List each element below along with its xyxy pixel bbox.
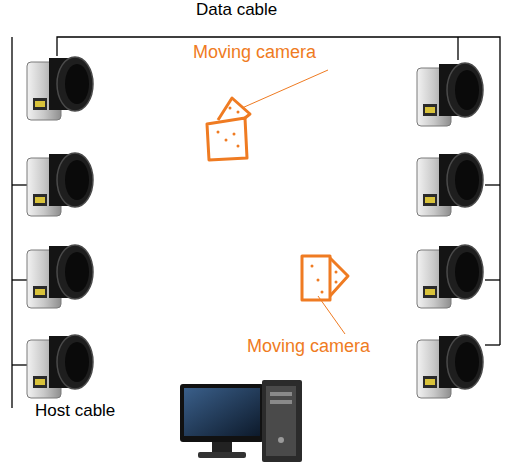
camera-lens bbox=[330, 258, 348, 296]
camera-dots bbox=[311, 265, 338, 294]
fixed-camera bbox=[27, 153, 93, 216]
data-cable bbox=[12, 37, 500, 408]
fixed-camera bbox=[417, 153, 483, 216]
monitor-screen bbox=[184, 388, 260, 436]
cable-label: Data cable bbox=[196, 0, 396, 20]
host-computer bbox=[180, 380, 302, 462]
cable-stub bbox=[457, 37, 458, 60]
camera-dots bbox=[217, 107, 240, 148]
pc-drive bbox=[270, 400, 292, 404]
pc-drive bbox=[270, 392, 292, 396]
fixed-camera bbox=[27, 57, 93, 120]
fixed-camera bbox=[27, 245, 93, 308]
cable-line bbox=[57, 37, 500, 345]
fixed-camera bbox=[417, 245, 483, 308]
cable-stub bbox=[485, 344, 500, 345]
camera-body bbox=[302, 256, 330, 300]
callout-label: Moving camera bbox=[247, 336, 447, 357]
cable-label: Host cable bbox=[35, 401, 235, 421]
monitor-base bbox=[198, 452, 246, 458]
callout-label: Moving camera bbox=[193, 42, 393, 63]
monitor-neck bbox=[212, 442, 232, 452]
fixed-camera bbox=[417, 335, 483, 398]
camera-body bbox=[207, 118, 247, 160]
cable-line bbox=[11, 37, 12, 408]
leader-line bbox=[242, 70, 328, 108]
cable-stub bbox=[485, 279, 500, 280]
moving-camera-symbol bbox=[302, 256, 348, 300]
pc-button bbox=[278, 437, 284, 443]
cable-stub bbox=[485, 184, 500, 185]
monitor-frame bbox=[180, 384, 264, 442]
pc-front bbox=[266, 386, 296, 456]
camera-lens bbox=[218, 98, 250, 120]
fixed-camera bbox=[417, 63, 483, 126]
pc-tower bbox=[262, 380, 302, 462]
leader-line bbox=[318, 296, 345, 334]
fixed-camera bbox=[27, 335, 93, 398]
